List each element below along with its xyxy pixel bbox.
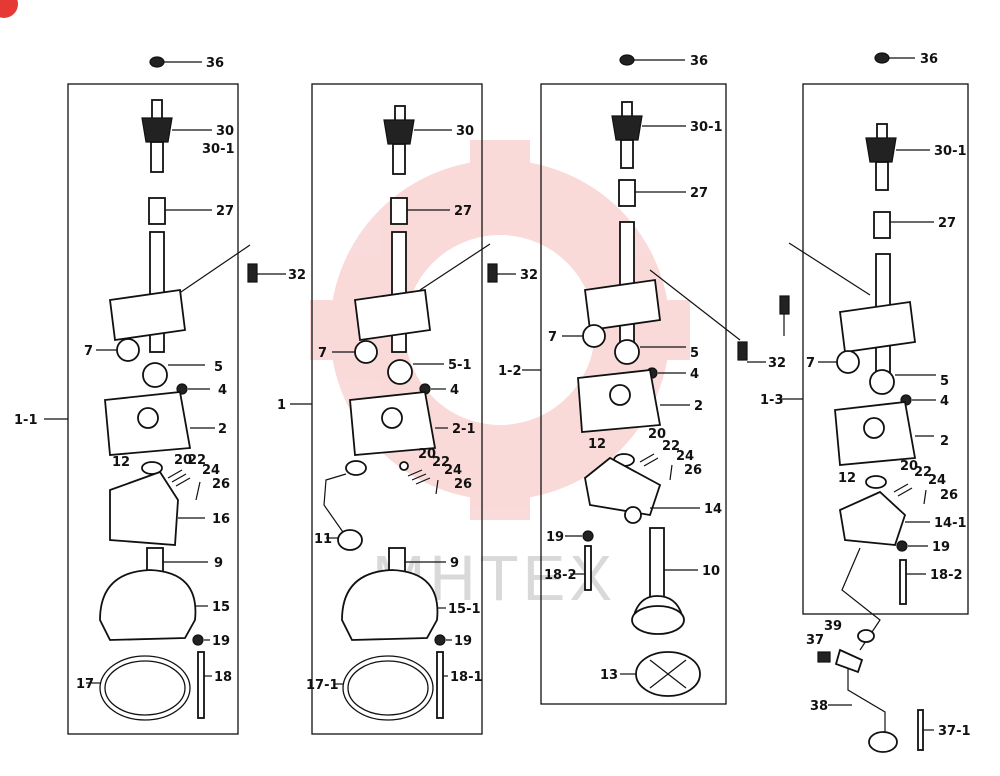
part-label: 18-2	[544, 568, 577, 583]
part-label: 17-1	[306, 678, 339, 693]
part-label: 14-1	[934, 516, 967, 531]
part-label: 19	[546, 530, 564, 545]
part-label: 18	[214, 670, 232, 685]
part-label: 5	[214, 360, 223, 375]
part-label: 30-1	[690, 120, 723, 135]
part-label: 2-1	[452, 422, 476, 437]
part-label: 4	[690, 367, 699, 382]
part-label: 22	[662, 439, 680, 454]
part-label: 7	[548, 330, 557, 345]
part-label: 38	[810, 699, 828, 714]
part-label: 5	[690, 346, 699, 361]
part-label: 9	[214, 556, 223, 571]
part-label: 36	[920, 52, 938, 67]
part-label: 26	[940, 488, 958, 503]
assembly-1-3: 1-3 36 30-1 27 32 7 5 4 2 12 20	[737, 52, 971, 753]
assembly-frame	[802, 83, 969, 615]
part-label: 22	[188, 453, 206, 468]
part-label: 27	[454, 204, 472, 219]
part-label: 9	[450, 556, 459, 571]
part-label: 2	[218, 422, 227, 437]
part-label: 5-1	[448, 358, 472, 373]
part-label: 4	[940, 394, 949, 409]
part-label: 12	[588, 437, 606, 452]
part-label: 7	[806, 356, 815, 371]
assembly-frame	[67, 83, 239, 735]
part-label: 27	[690, 186, 708, 201]
part-label: 32	[520, 268, 538, 283]
part-label: 12	[112, 455, 130, 470]
part-label: 4	[450, 383, 459, 398]
assembly-1-2: 1-2 36 30-1 27 7 5 4 2 12 20 22 24 2	[498, 54, 741, 705]
part-label: 16	[212, 512, 230, 527]
part-label: 36	[690, 54, 708, 69]
part-label: 27	[216, 204, 234, 219]
part-label: 20	[648, 427, 666, 442]
part-label: 17	[76, 677, 94, 692]
part-label: 39	[824, 619, 842, 634]
part-label: 24	[202, 463, 220, 478]
part-label: 11	[314, 532, 332, 547]
assembly-label: 1-3	[760, 393, 784, 408]
part-label: 37-1	[938, 724, 971, 739]
part-label: 22	[432, 455, 450, 470]
part-label: 37	[806, 633, 824, 648]
part-label: 19	[454, 634, 472, 649]
part-label: 26	[684, 463, 702, 478]
part-label: 27	[938, 216, 956, 231]
part-label: 7	[318, 346, 327, 361]
part-label: 30-1	[934, 144, 967, 159]
part-label: 20	[418, 447, 436, 462]
part-label: 20	[900, 459, 918, 474]
part-label: 18-1	[450, 670, 483, 685]
assembly-1-1: 1-1 36 30 30-1 27 32 7 5 4	[14, 56, 306, 735]
part-label: 5	[940, 374, 949, 389]
part-label: 14	[704, 502, 722, 517]
part-label: 24	[444, 463, 462, 478]
assembly-label: 1	[277, 398, 286, 413]
part-label: 36	[206, 56, 224, 71]
part-label: 15-1	[448, 602, 481, 617]
part-label: 19	[932, 540, 950, 555]
part-label: 10	[702, 564, 720, 579]
part-label: 12	[838, 471, 856, 486]
part-label: 30	[456, 124, 474, 139]
part-label: 22	[914, 465, 932, 480]
part-label: 13	[600, 668, 618, 683]
part-label: 32	[288, 268, 306, 283]
part-label: 30-1	[202, 142, 235, 157]
part-label: 30	[216, 124, 234, 139]
part-label: 2	[940, 434, 949, 449]
assembly-label: 1-1	[14, 413, 38, 428]
part-label: 7	[84, 344, 93, 359]
assembly-frame	[311, 83, 483, 735]
assembly-label: 1-2	[498, 364, 522, 379]
part-label: 15	[212, 600, 230, 615]
part-label: 2	[694, 399, 703, 414]
part-label: 18-2	[930, 568, 963, 583]
part-label: 19	[212, 634, 230, 649]
part-label: 26	[454, 477, 472, 492]
part-label: 32	[768, 356, 786, 371]
corner-red-mark	[0, 0, 18, 18]
part-label: 24	[928, 473, 946, 488]
part-label: 24	[676, 449, 694, 464]
assembly-1: 1 30 27 32 7 5-1 4 2-1 20 22 24 26	[277, 83, 538, 735]
part-label: 20	[174, 453, 192, 468]
part-label: 26	[212, 477, 230, 492]
part-label: 4	[218, 383, 227, 398]
assembly-frame	[540, 83, 727, 705]
